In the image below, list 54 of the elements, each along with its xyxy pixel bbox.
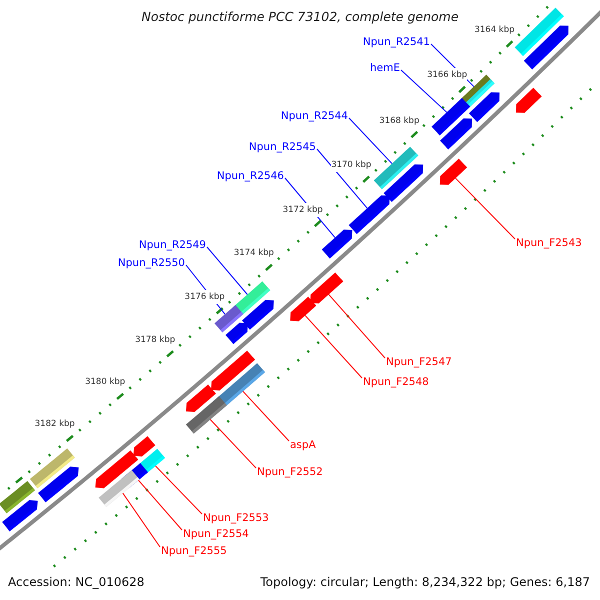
leader-line [304,314,362,378]
gene-bar [98,470,140,507]
gene-label: Npun_R2549 [138,238,206,252]
leader-line [400,70,448,113]
gene-label: Npun_R2541 [362,35,430,49]
gene-label: Npun_R2546 [216,169,284,183]
gene-block [322,230,352,258]
gene-label: Npun_F2553 [203,511,269,525]
gene-block [440,118,472,150]
gene-label: Npun_F2543 [516,236,582,250]
gene-label: Npun_F2552 [257,465,323,479]
gene-block [290,296,316,322]
scale-label: 3178 kbp [135,332,176,347]
gene-block [468,92,500,122]
scale-label: 3176 kbp [184,290,225,304]
scale-label: 3166 kbp [427,68,468,82]
gene-bar [186,396,227,434]
leader-line [155,465,202,514]
leader-line [348,118,392,164]
gene-block [516,88,542,113]
leader-line [316,148,368,209]
leader-line [328,294,386,358]
leader-line [206,246,248,295]
gene-block [226,322,248,344]
leader-line [122,492,160,548]
leader-line [242,390,290,442]
diagram-title: Nostoc punctiforme PCC 73102, complete genome [141,10,459,24]
genome-stats: Topology: circular; Length: 8,234,322 bp; Genes: 6,187 [260,575,590,589]
scale-label: 3172 kbp [282,202,323,216]
scale-label: 3170 kbp [331,158,372,172]
gene-label: Npun_R2545 [248,140,316,154]
gene-block [348,195,390,234]
leader-line [138,480,182,530]
gene-label: hemE [370,61,400,75]
gene-block [440,158,468,185]
gene-block [524,26,568,70]
gene-block [242,300,274,330]
gene-label: Npun_F2555 [161,544,227,558]
leader-line [210,418,256,468]
accession-text: Accession: NC_010628 [8,575,144,589]
gene-block [133,436,156,457]
gene-label: Npun_F2548 [363,375,429,389]
scale-label: 3164 kbp [474,22,515,37]
scale-label: 3168 kbp [379,114,420,128]
gene-block [384,164,424,202]
leader-line [455,178,516,240]
gene-label: aspA [290,438,316,452]
gene-block [2,500,38,532]
gene-block [310,272,344,304]
gene-block [38,466,79,502]
gene-label: Npun_F2547 [386,355,452,369]
gene-label: Npun_R2544 [280,109,348,123]
gene-label: Npun_R2550 [118,256,185,270]
gene-label: Npun_F2554 [183,527,249,541]
